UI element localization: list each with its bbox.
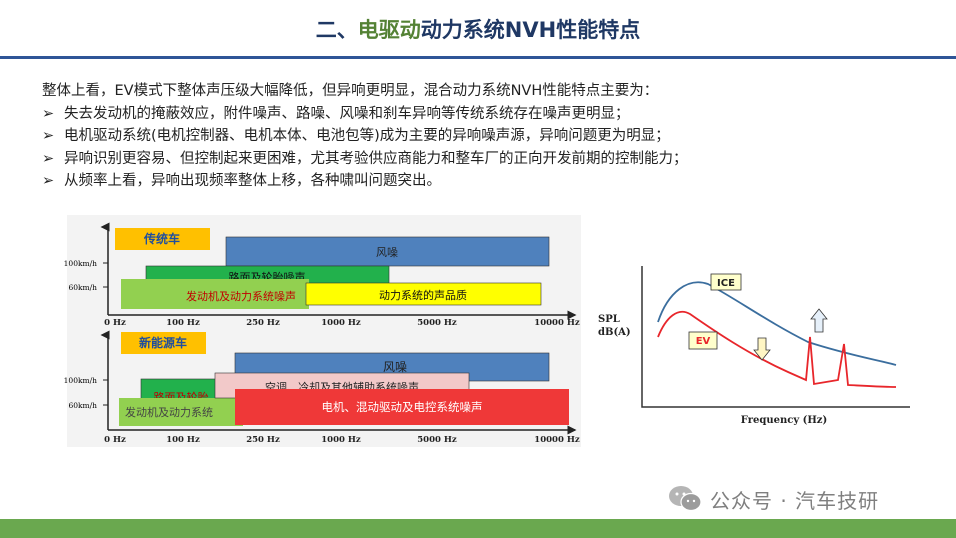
spl-svg: SPL dB(A) Frequency (Hz) ICE EV <box>598 266 910 426</box>
bullet-item: ➢电机驱动系统(电机控制器、电机本体、电池包等)成为主要的异响噪声源，异响问题更… <box>42 125 932 148</box>
conv-tick-250: 250 Hz <box>246 318 280 328</box>
nev-tick-0: 0 Hz <box>104 435 126 445</box>
nev-label: 新能源车 <box>139 335 187 350</box>
bullet-item: ➢失去发动机的掩蔽效应，附件噪声、路噪、风噪和刹车异响等传统系统存在噪声更明显； <box>42 103 932 126</box>
arrow-bullet-icon: ➢ <box>42 105 55 122</box>
spl-y-label-1: SPL <box>598 314 620 325</box>
conv-wind-band <box>225 236 550 267</box>
conv-tick-100: 100 Hz <box>166 318 200 328</box>
ev-label: EV <box>696 336 711 347</box>
nev-speed-label-60: 60km/h <box>68 401 97 410</box>
ice-label-box <box>710 273 742 291</box>
footer-bar <box>0 519 956 538</box>
arrow-bullet-icon: ➢ <box>42 150 55 167</box>
ice-label: ICE <box>717 278 735 289</box>
title-underline <box>0 56 956 59</box>
slide-title: 二、电驱动动力系统NVH性能特点 <box>0 14 956 44</box>
wechat-icon <box>669 486 702 512</box>
conv-wind-label: 风噪 <box>376 246 398 259</box>
down-arrow-icon <box>753 337 771 361</box>
speed-label-100: 100km/h <box>64 259 97 268</box>
conv-powertrain-band <box>305 282 542 306</box>
spl-axes <box>641 266 910 408</box>
noise-band-svg: 100km/h 60km/h 传统车 风噪 路面及轮胎噪声 发动机及动力系统噪声… <box>64 222 580 445</box>
nev-motor-label: 电机、混动驱动及电控系统噪声 <box>322 400 483 414</box>
bullet-item: ➢异响识别更容易、但控制起来更困难，尤其考验供应商能力和整车厂的正向开发前期的控… <box>42 148 932 171</box>
nev-engine-label: 发动机及动力系统 <box>125 405 213 419</box>
intro-text: 整体上看，EV模式下整体声压级大幅降低，但异响更明显，混合动力系统NVH性能特点… <box>42 83 659 99</box>
spl-x-label: Frequency (Hz) <box>741 415 827 426</box>
arrow-bullet-icon: ➢ <box>42 173 55 189</box>
wechat-watermark: 公众号 · 汽车技研 <box>668 484 879 514</box>
nev-label-box <box>121 332 206 354</box>
body-text: 整体上看，EV模式下整体声压级大幅降低，但异响更明显，混合动力系统NVH性能特点… <box>42 80 932 193</box>
title-part-1: 二、 <box>315 18 358 42</box>
nev-tick-250: 250 Hz <box>246 435 280 445</box>
conv-powertrain-label: 动力系统的声品质 <box>379 288 467 302</box>
ev-label-box <box>688 331 718 350</box>
speed-label-60: 60km/h <box>68 283 97 292</box>
conv-label: 传统车 <box>143 231 180 246</box>
title-part-2: 电驱动 <box>357 18 421 42</box>
spl-frequency-figure: SPL dB(A) Frequency (Hz) ICE EV <box>598 262 916 432</box>
nev-tick-1000: 1000 Hz <box>321 435 361 445</box>
up-arrow-icon <box>810 308 828 333</box>
bullet-item: ➢从频率上看，异响出现频率整体上移，各种啸叫问题突出。 <box>42 170 932 193</box>
conv-engine-band <box>121 279 309 309</box>
spl-y-label-2: dB(A) <box>598 327 631 338</box>
ice-curve <box>657 281 897 366</box>
conv-tick-10000: 10000 Hz <box>534 318 580 328</box>
conv-tick-0: 0 Hz <box>104 318 126 328</box>
conv-engine-label: 发动机及动力系统噪声 <box>186 289 296 303</box>
watermark-text: 公众号 · 汽车技研 <box>710 488 880 513</box>
nev-engine-band <box>119 398 243 426</box>
nev-motor-band <box>235 389 569 425</box>
nev-tick-100: 100 Hz <box>166 435 200 445</box>
title-part-3: 动力系统NVH性能特点 <box>420 18 641 42</box>
conv-tick-5000: 5000 Hz <box>417 318 457 328</box>
conv-tick-1000: 1000 Hz <box>321 318 361 328</box>
arrow-bullet-icon: ➢ <box>42 128 55 144</box>
nev-tick-10000: 10000 Hz <box>534 435 580 445</box>
nev-tick-5000: 5000 Hz <box>417 435 457 445</box>
conv-label-box <box>115 228 210 250</box>
nev-wind-label: 风噪 <box>383 360 407 374</box>
noise-band-figure: 100km/h 60km/h 传统车 风噪 路面及轮胎噪声 发动机及动力系统噪声… <box>64 215 581 447</box>
nev-speed-label-100: 100km/h <box>64 376 97 385</box>
